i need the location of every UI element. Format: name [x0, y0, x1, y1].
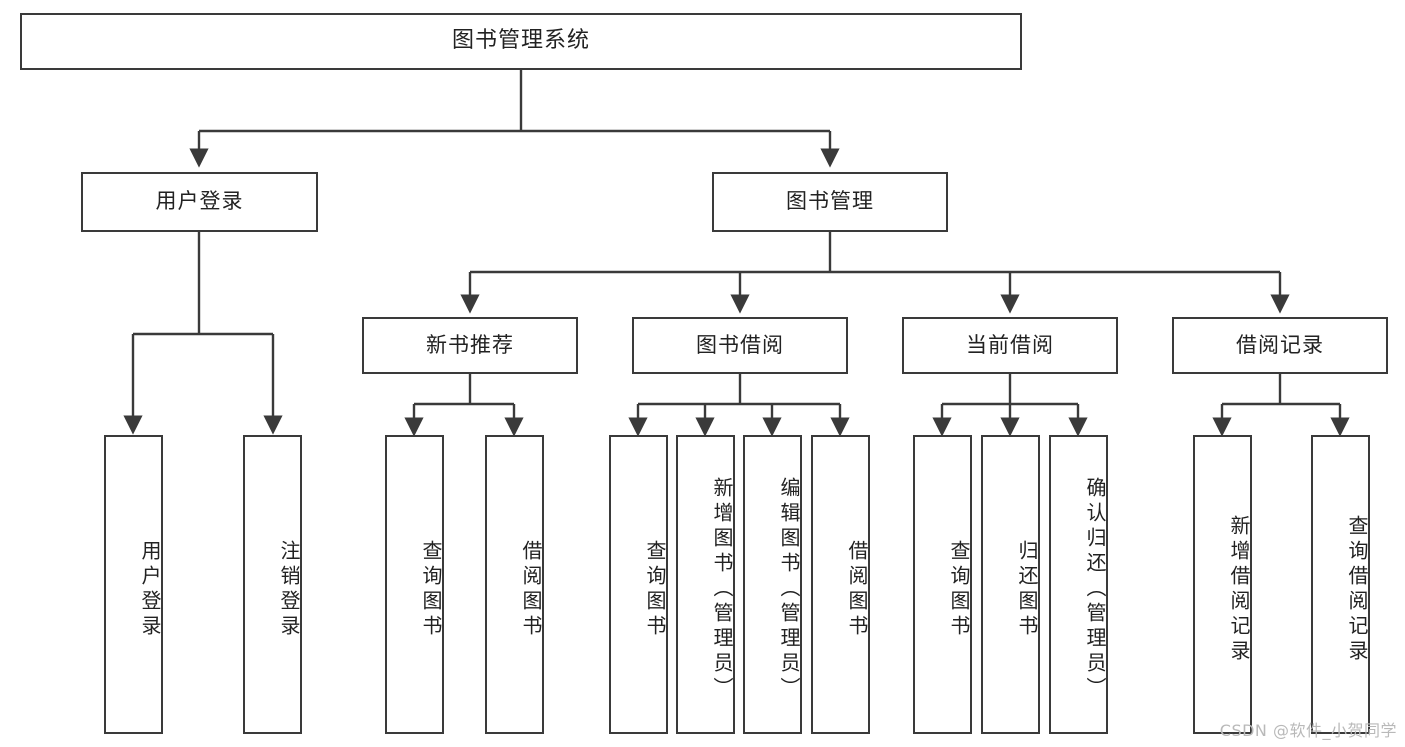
node-label: 借阅图书: [519, 539, 543, 640]
csdn-watermark: CSDN @软件_小贺同学: [1219, 721, 1397, 740]
node-label: 当前借阅: [966, 332, 1054, 357]
leaf-confirm-return-admin[interactable]: 确认归还（管理员）: [1049, 435, 1108, 734]
node-label: 查询图书: [643, 539, 667, 640]
node-current-borrow[interactable]: 当前借阅: [902, 317, 1118, 374]
node-label: 借阅记录: [1236, 332, 1324, 357]
node-user-login[interactable]: 用户登录: [81, 172, 318, 232]
node-label: 查询图书: [419, 539, 443, 640]
node-root-book-management-system[interactable]: 图书管理系统: [20, 13, 1022, 70]
node-label: 用户登录: [138, 539, 162, 640]
leaf-borrow-book[interactable]: 借阅图书: [811, 435, 870, 734]
leaf-add-borrow-record[interactable]: 新增借阅记录: [1193, 435, 1252, 734]
node-label: 查询借阅记录: [1345, 514, 1369, 665]
leaf-borrow-book-recommend[interactable]: 借阅图书: [485, 435, 544, 734]
leaf-add-book-admin[interactable]: 新增图书（管理员）: [676, 435, 735, 734]
node-label: 编辑图书（管理员）: [777, 477, 801, 702]
node-label: 图书管理: [786, 189, 874, 214]
node-label: 用户登录: [155, 189, 244, 214]
node-label: 新增图书（管理员）: [710, 477, 734, 702]
node-label: 借阅图书: [845, 539, 869, 640]
leaf-return-book[interactable]: 归还图书: [981, 435, 1040, 734]
node-label: 图书借阅: [696, 332, 784, 357]
node-label: 新增借阅记录: [1227, 514, 1251, 665]
node-book-borrow[interactable]: 图书借阅: [632, 317, 848, 374]
node-borrow-record[interactable]: 借阅记录: [1172, 317, 1388, 374]
leaf-query-borrow-record[interactable]: 查询借阅记录: [1311, 435, 1370, 734]
node-label: 查询图书: [947, 539, 971, 640]
node-label: 新书推荐: [426, 332, 514, 357]
node-label: 确认归还（管理员）: [1083, 477, 1107, 702]
node-label: 图书管理系统: [451, 28, 590, 54]
leaf-edit-book-admin[interactable]: 编辑图书（管理员）: [743, 435, 802, 734]
leaf-query-book-borrow[interactable]: 查询图书: [609, 435, 668, 734]
leaf-query-book-recommend[interactable]: 查询图书: [385, 435, 444, 734]
node-label: 注销登录: [277, 539, 301, 640]
leaf-query-book-current[interactable]: 查询图书: [913, 435, 972, 734]
leaf-logout[interactable]: 注销登录: [243, 435, 302, 734]
leaf-user-login[interactable]: 用户登录: [104, 435, 163, 734]
node-book-management[interactable]: 图书管理: [712, 172, 948, 232]
node-new-book-recommend[interactable]: 新书推荐: [362, 317, 578, 374]
node-label: 归还图书: [1015, 539, 1039, 640]
